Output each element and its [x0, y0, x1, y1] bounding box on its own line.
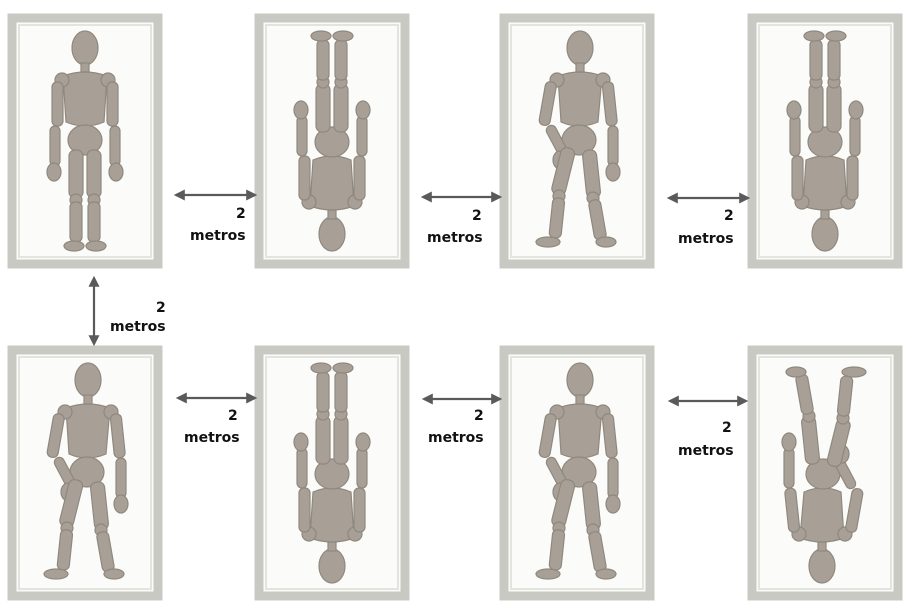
distance-connector-4: 2 metros	[94, 278, 166, 344]
distance-connector-6: 2 metros	[424, 399, 500, 446]
panels-layer	[12, 18, 898, 596]
distance-connector-2: 2 metros	[423, 197, 500, 246]
panel-r2-c2	[259, 350, 405, 596]
distance-value: 2	[722, 420, 732, 436]
distance-value: 2	[236, 206, 246, 222]
distance-value: 2	[156, 300, 166, 316]
distance-unit: metros	[678, 443, 734, 459]
distance-connector-1: 2 metros	[176, 195, 255, 244]
distance-connector-3: 2 metros	[669, 198, 748, 247]
panel-r1-c2	[259, 18, 405, 264]
panel-r2-c3	[504, 350, 650, 596]
panel-r1-c3	[504, 18, 650, 264]
distance-value: 2	[228, 408, 238, 424]
distance-value: 2	[474, 408, 484, 424]
panel-r2-c1	[12, 350, 158, 596]
distance-unit: metros	[190, 228, 246, 244]
distance-unit: metros	[427, 230, 483, 246]
distance-value: 2	[724, 208, 734, 224]
distance-unit: metros	[678, 231, 734, 247]
distance-unit: metros	[184, 430, 240, 446]
panel-r1-c4	[752, 18, 898, 264]
panel-r1-c1	[12, 18, 158, 264]
distance-unit: metros	[110, 319, 166, 335]
distance-connector-7: 2 metros	[670, 401, 746, 459]
distance-value: 2	[472, 208, 482, 224]
panel-r2-c4	[752, 350, 898, 596]
distance-connector-5: 2 metros	[178, 398, 255, 446]
distance-unit: metros	[428, 430, 484, 446]
